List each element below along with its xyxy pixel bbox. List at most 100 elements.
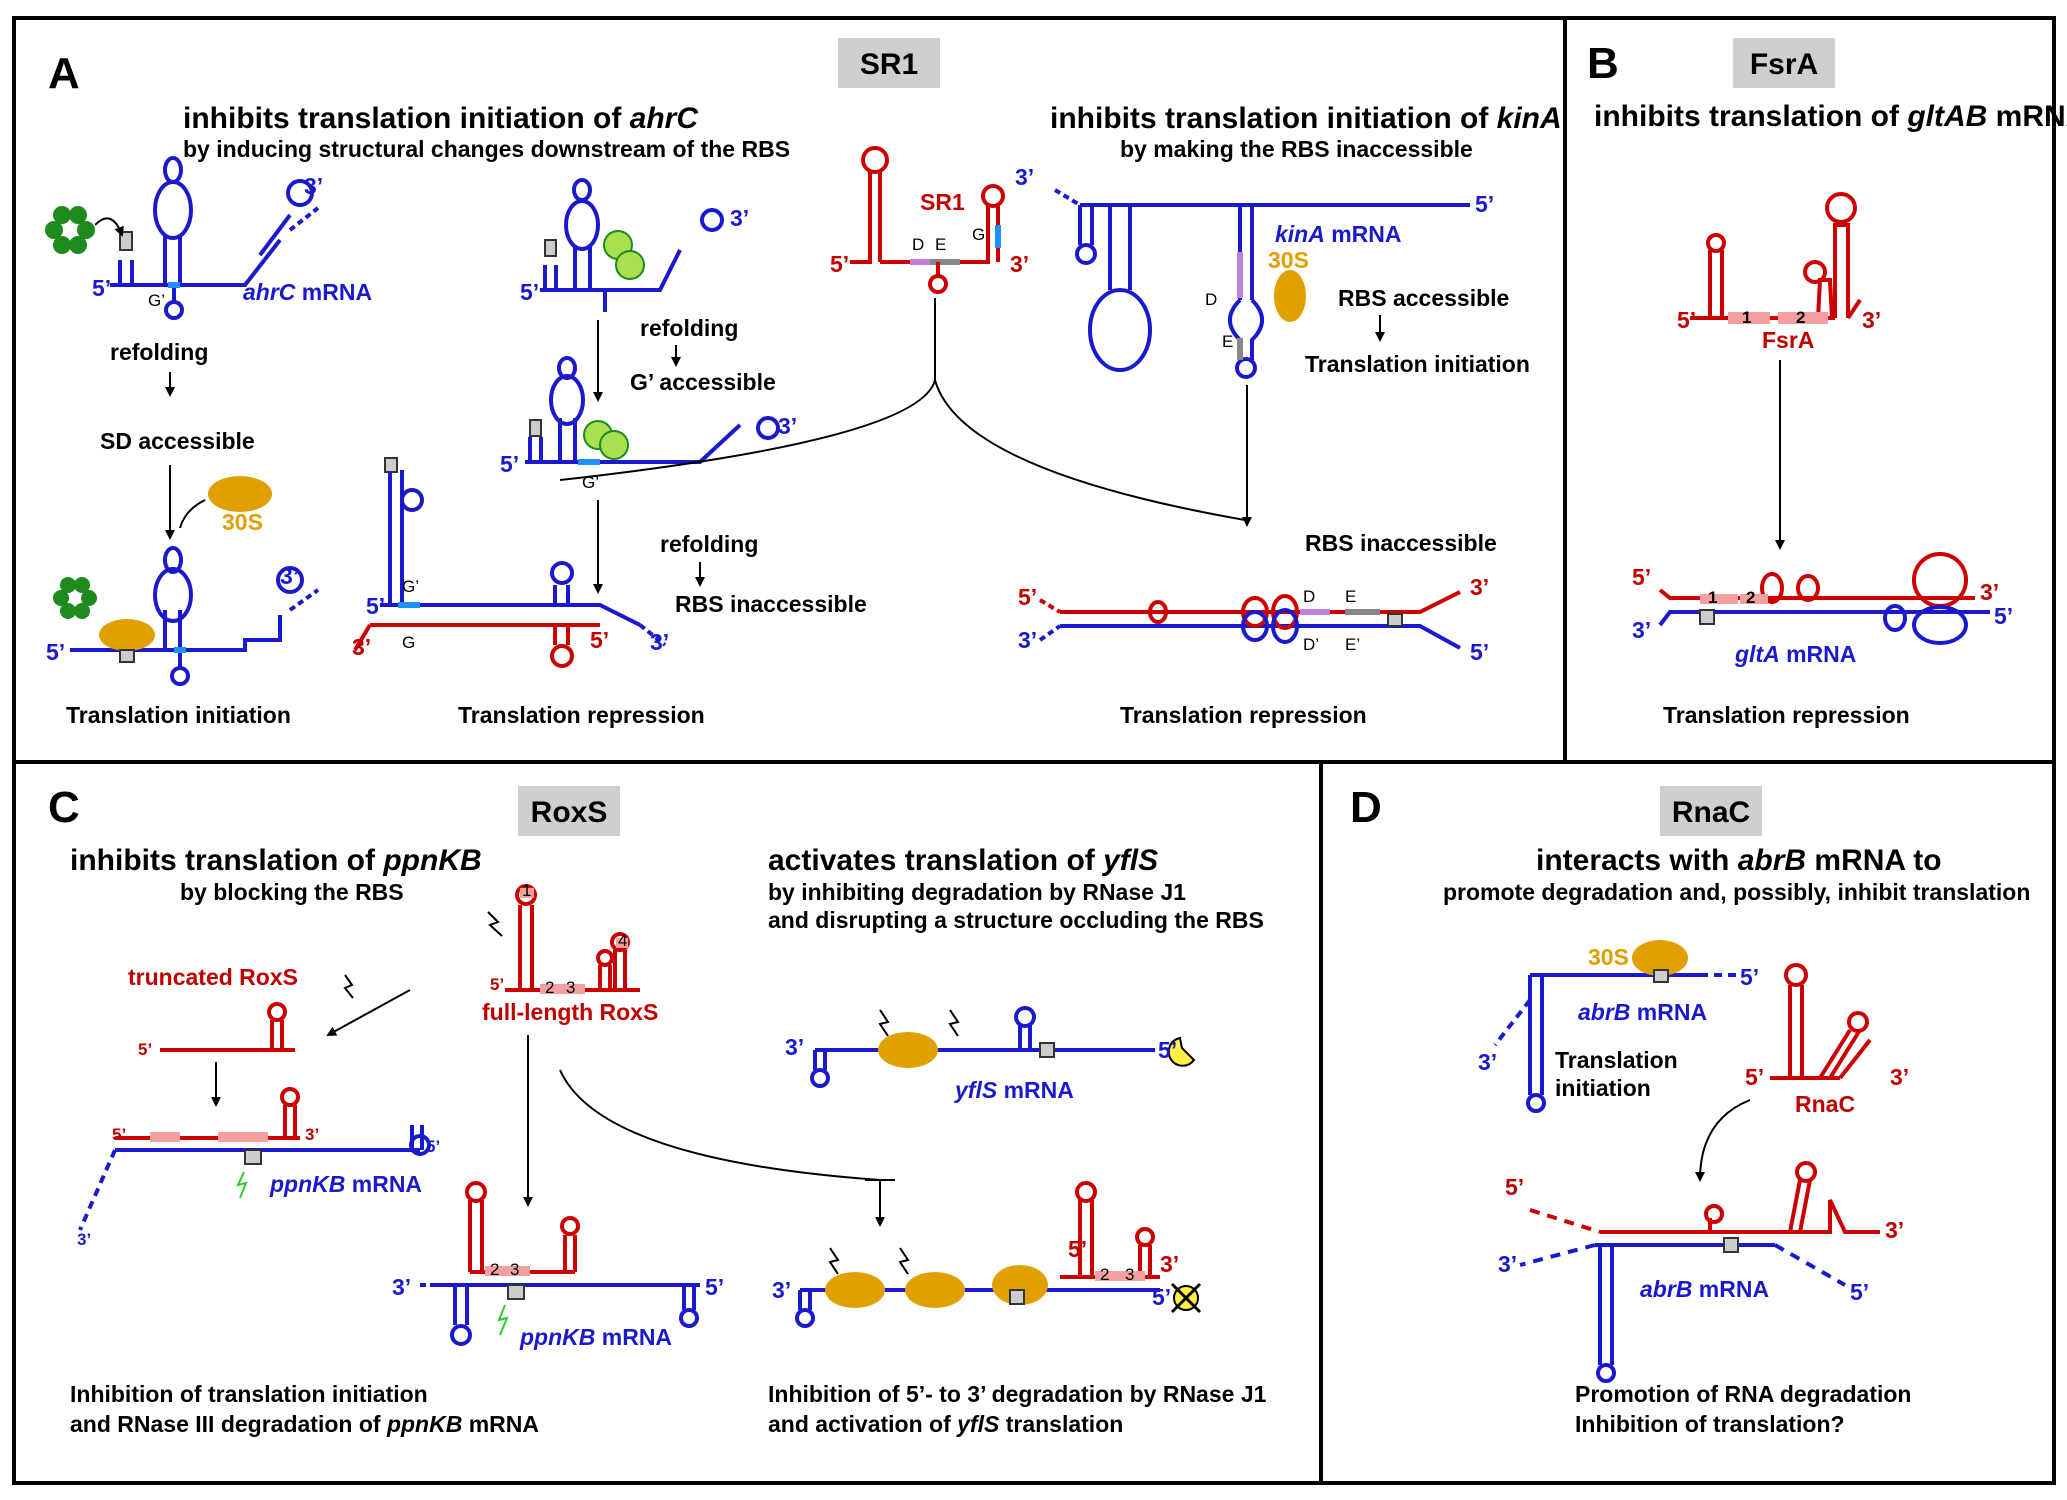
- rbs-inaccessible-label-2: RBS inaccessible: [1305, 530, 1497, 556]
- panel-c-left-title: inhibits translation of ppnKB: [70, 844, 482, 877]
- rbs-accessible-label: RBS accessible: [1338, 285, 1509, 311]
- g-accessible-label: G’ accessible: [630, 369, 776, 395]
- kinA-e: E: [1222, 332, 1233, 351]
- fsrA-tag: FsrA: [1750, 48, 1818, 81]
- ahrC-structure-2: [540, 178, 724, 312]
- end-3-duplex-mrna: 3’: [650, 629, 669, 655]
- gltA-num-1: 1: [1708, 588, 1717, 607]
- ahrC-structure-init: [70, 546, 320, 686]
- roxS-tag: RoxS: [531, 796, 608, 829]
- ribosome-kinA: [1274, 270, 1306, 322]
- cleavage-bolt-1: [343, 974, 354, 999]
- abrB-structure-1: [1493, 973, 1740, 1113]
- panel-c-right-title: activates translation of yflS: [768, 844, 1158, 877]
- roxS-site-1: [520, 888, 534, 898]
- gltA-site-2: [1740, 594, 1768, 604]
- truncated-roxS: [160, 1002, 295, 1052]
- yflS-bolt-1: [878, 1009, 890, 1037]
- duplex-d-end-3-abrB: 3’: [1498, 1251, 1517, 1277]
- g-prime-label-duplex: G’: [402, 577, 419, 596]
- roxS-end-5: 5’: [490, 975, 504, 994]
- sr1-d: D: [912, 235, 924, 254]
- rnaC-label: RnaC: [1795, 1091, 1855, 1117]
- ribosome-c3: [992, 1265, 1048, 1305]
- rbs-box-a3: [529, 419, 542, 437]
- roxS-num-4: 4: [618, 931, 627, 950]
- yflS-bolt-3: [828, 1247, 840, 1275]
- duplex-d-end-5-abrB: 5’: [1850, 1279, 1869, 1305]
- translation-label-d: Translation: [1555, 1047, 1678, 1073]
- refolding-label-1: refolding: [110, 339, 208, 365]
- panel-a-right-title: inhibits translation initiation of kinA: [1050, 102, 1562, 135]
- yflS-duplex-end-5: 5’: [1152, 1284, 1171, 1310]
- truncated-end-5: 5’: [138, 1040, 152, 1059]
- rnaC-end-3: 3’: [1890, 1064, 1909, 1090]
- rbs-box-a2: [544, 239, 557, 257]
- yflS-bolt-2: [948, 1009, 960, 1037]
- panel-b-translation-repression: Translation repression: [1663, 702, 1910, 728]
- g-label-duplex: G: [402, 633, 415, 652]
- yflS-duplex-end-5-roxS: 5’: [1068, 1236, 1087, 1262]
- rbs-box-kinA-duplex: [1387, 613, 1403, 627]
- panel-a-letter: A: [48, 49, 80, 98]
- fsrA-end-3: 3’: [1862, 307, 1881, 333]
- yflS-mrna-label: yflS mRNA: [954, 1077, 1074, 1103]
- fsrA-num-2: 2: [1796, 308, 1805, 327]
- ribosome-bound-a: [99, 619, 155, 651]
- binding-arrow-1: [94, 217, 124, 237]
- rnaC-tag-box: [1660, 786, 1762, 836]
- duplex1-end-3: 3’: [305, 1125, 319, 1144]
- kinA-end-5: 5’: [1475, 191, 1494, 217]
- panel-c: C RoxS inhibits translation of ppnKB by …: [48, 783, 1267, 1437]
- gltA-duplex-end-5-fsrA: 5’: [1632, 564, 1651, 590]
- full-num-2: 2: [490, 1260, 499, 1279]
- ahrC-mrna-label: ahrC mRNA: [243, 279, 372, 305]
- fsrA-num-1: 1: [1742, 308, 1751, 327]
- full-site-23: [485, 1266, 530, 1276]
- roxS-site-4: [616, 938, 628, 948]
- fsrA-label: FsrA: [1762, 327, 1814, 353]
- sr1-e: E: [935, 235, 946, 254]
- sd-accessible-label: SD accessible: [100, 428, 255, 454]
- ahrC-structure-3: [525, 356, 780, 464]
- kinA-mrna-label: kinA mRNA: [1275, 221, 1402, 247]
- duplex-e: E: [1345, 587, 1356, 606]
- rnase-bolt-2: [497, 1304, 509, 1336]
- protein-cluster-2: [53, 577, 97, 619]
- panel-b-letter: B: [1587, 39, 1619, 88]
- kinA-d: D: [1205, 290, 1217, 309]
- panel-d-title: interacts with abrB mRNA to: [1536, 844, 1942, 877]
- yflS-duplex-end-3-roxS: 3’: [1160, 1251, 1179, 1277]
- end-5-duplex: 5’: [366, 593, 385, 619]
- roxS-num-3: 3: [566, 978, 575, 997]
- gltA-site-1: [1700, 594, 1738, 604]
- sr1-end-5: 5’: [830, 251, 849, 277]
- duplex-e-prime: E’: [1345, 635, 1360, 654]
- ppnKB-rbs-box-2: [507, 1284, 525, 1300]
- yflS-end-3: 3’: [785, 1034, 804, 1060]
- rbs-box-init: [119, 649, 135, 663]
- panel-d-bottom-2: Inhibition of translation?: [1575, 1411, 1845, 1437]
- duplex1-end-3-m: 3’: [77, 1230, 91, 1249]
- refolding-label-2: refolding: [640, 315, 738, 341]
- end-3-a3: 3’: [778, 413, 797, 439]
- truncated-roxS-label: truncated RoxS: [128, 964, 298, 990]
- end-5-duplex-sr1: 5’: [590, 627, 609, 653]
- blocked-rnase-icon: [1170, 1282, 1202, 1314]
- end-5-a-init: 5’: [46, 639, 65, 665]
- panel-d-letter: D: [1350, 783, 1382, 832]
- translation-initiation-label-2: Translation initiation: [1305, 351, 1530, 377]
- ribosome-label-kinA: 30S: [1268, 247, 1309, 273]
- roxS-site-23: [540, 984, 585, 994]
- abrB-end-5-1: 5’: [1740, 964, 1759, 990]
- panel-frames: [12, 16, 2056, 1485]
- gltA-rbs-box: [1699, 609, 1715, 625]
- end-5-a1: 5’: [92, 275, 111, 301]
- panel-c-bottom-right-2: and activation of yflS translation: [768, 1411, 1123, 1437]
- end-3-a2: 3’: [730, 205, 749, 231]
- end-3-a1: 3’: [304, 173, 323, 199]
- panel-a-right-subtitle: by making the RBS inaccessible: [1120, 136, 1473, 162]
- protein-light-2: [615, 250, 645, 280]
- arrow-cleavage: [326, 989, 411, 1036]
- gltA-duplex-end-5: 5’: [1994, 603, 2013, 629]
